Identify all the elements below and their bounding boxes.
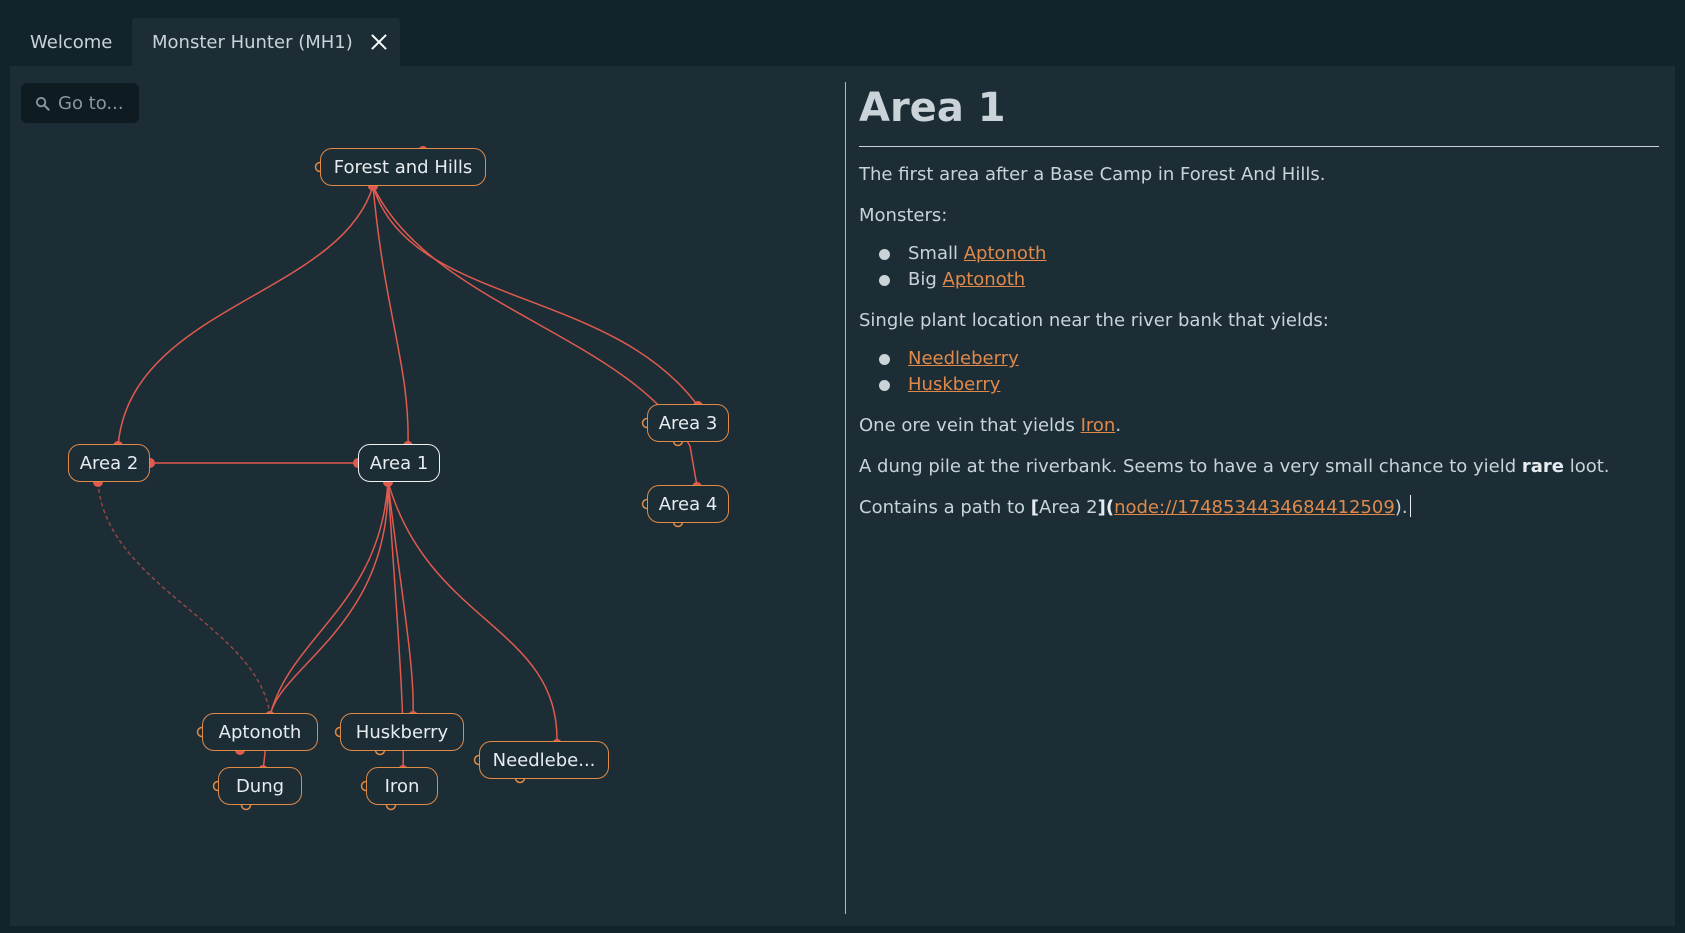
md-bracket: ](: [1097, 497, 1115, 519]
note-title: Area 1: [859, 84, 1659, 147]
list-item: Big Aptonoth: [879, 267, 1659, 293]
node-label: Needlebe...: [492, 749, 596, 771]
edge-forest-area2: [117, 185, 374, 447]
node-label: Iron: [384, 775, 420, 797]
search-icon: [35, 96, 50, 111]
node-needleberry[interactable]: Needlebe...: [479, 741, 609, 779]
note-editor[interactable]: Area 1 The first area after a Base Camp …: [859, 84, 1659, 522]
edge-forest-area3-a: [372, 185, 699, 407]
link-node-area2[interactable]: node://1748534434684412509: [1114, 497, 1395, 519]
monsters-list: Small Aptonoth Big Aptonoth: [859, 241, 1659, 293]
link-aptonoth[interactable]: Aptonoth: [942, 269, 1026, 291]
node-iron[interactable]: Iron: [366, 767, 438, 805]
md-bracket: [: [1030, 497, 1040, 519]
edge-area1-huskberry: [387, 481, 414, 717]
path-link-text: Area 2: [1039, 497, 1098, 519]
path-text: Contains a path to: [859, 497, 1031, 519]
tab-welcome-label: Welcome: [30, 31, 113, 53]
list-item: Needleberry: [879, 346, 1659, 372]
node-dung[interactable]: Dung: [218, 767, 302, 805]
node-label: Area 2: [79, 452, 139, 474]
pane-divider[interactable]: [845, 82, 846, 914]
ore-suffix: .: [1115, 415, 1122, 437]
node-aptonoth[interactable]: Aptonoth: [202, 713, 318, 751]
node-label: Area 4: [658, 493, 718, 515]
monsters-label: Monsters:: [859, 205, 948, 227]
edge-area1-aptonoth-b: [269, 481, 389, 717]
node-area-1[interactable]: Area 1: [358, 444, 440, 482]
edge-area2-aptonoth-dashed: [97, 481, 271, 717]
node-label: Area 1: [369, 452, 429, 474]
edge-forest-area1: [372, 185, 409, 447]
edge-area1-needleberry: [387, 481, 558, 745]
node-label: Huskberry: [355, 721, 449, 743]
node-label: Dung: [235, 775, 285, 797]
plants-label: Single plant location near the river ban…: [859, 310, 1329, 332]
dung-text: A dung pile at the riverbank. Seems to h…: [859, 456, 1522, 478]
path-paragraph: Contains a path to [Area 2](node://17485…: [859, 495, 1659, 521]
node-area-4[interactable]: Area 4: [647, 485, 729, 523]
ore-text: One ore vein that yields: [859, 415, 1081, 437]
node-label: Aptonoth: [218, 721, 302, 743]
plants-list: Needleberry Huskberry: [859, 346, 1659, 398]
list-item-text: Big: [908, 269, 943, 291]
link-needleberry[interactable]: Needleberry: [908, 348, 1019, 370]
tab-welcome[interactable]: Welcome: [14, 18, 130, 66]
list-item-text: Small: [908, 243, 964, 265]
workspace-panel: Go to... Forest and Hills Area 2 Area 1 …: [10, 66, 1675, 926]
tab-monster-hunter[interactable]: Monster Hunter (MH1): [132, 18, 400, 66]
list-item: Small Aptonoth: [879, 241, 1659, 267]
edge-forest-area3-b: [372, 185, 698, 487]
ore-paragraph: One ore vein that yields Iron.: [859, 413, 1659, 439]
dung-bold: rare: [1521, 456, 1564, 478]
node-label: Forest and Hills: [333, 156, 473, 178]
list-item: Huskberry: [879, 372, 1659, 398]
dung-paragraph: A dung pile at the riverbank. Seems to h…: [859, 454, 1659, 480]
link-huskberry[interactable]: Huskberry: [908, 374, 1001, 396]
goto-search[interactable]: Go to...: [21, 83, 139, 123]
node-forest-and-hills[interactable]: Forest and Hills: [320, 148, 486, 186]
node-huskberry[interactable]: Huskberry: [340, 713, 464, 751]
link-aptonoth[interactable]: Aptonoth: [963, 243, 1047, 265]
text-cursor: [1409, 495, 1411, 518]
node-area-2[interactable]: Area 2: [68, 444, 150, 482]
edge-area1-aptonoth-a: [269, 481, 389, 717]
close-icon[interactable]: [368, 31, 390, 53]
graph-canvas[interactable]: Go to... Forest and Hills Area 2 Area 1 …: [10, 66, 845, 926]
tab-bar: Welcome Monster Hunter (MH1): [0, 0, 1685, 66]
dung-suffix: loot.: [1564, 456, 1610, 478]
node-area-3[interactable]: Area 3: [647, 404, 729, 442]
path-close: ).: [1394, 497, 1408, 519]
link-iron[interactable]: Iron: [1080, 415, 1116, 437]
node-label: Area 3: [658, 412, 718, 434]
note-intro: The first area after a Base Camp in Fore…: [859, 164, 1326, 185]
goto-placeholder: Go to...: [58, 92, 124, 114]
tab-monster-hunter-label: Monster Hunter (MH1): [152, 31, 353, 53]
